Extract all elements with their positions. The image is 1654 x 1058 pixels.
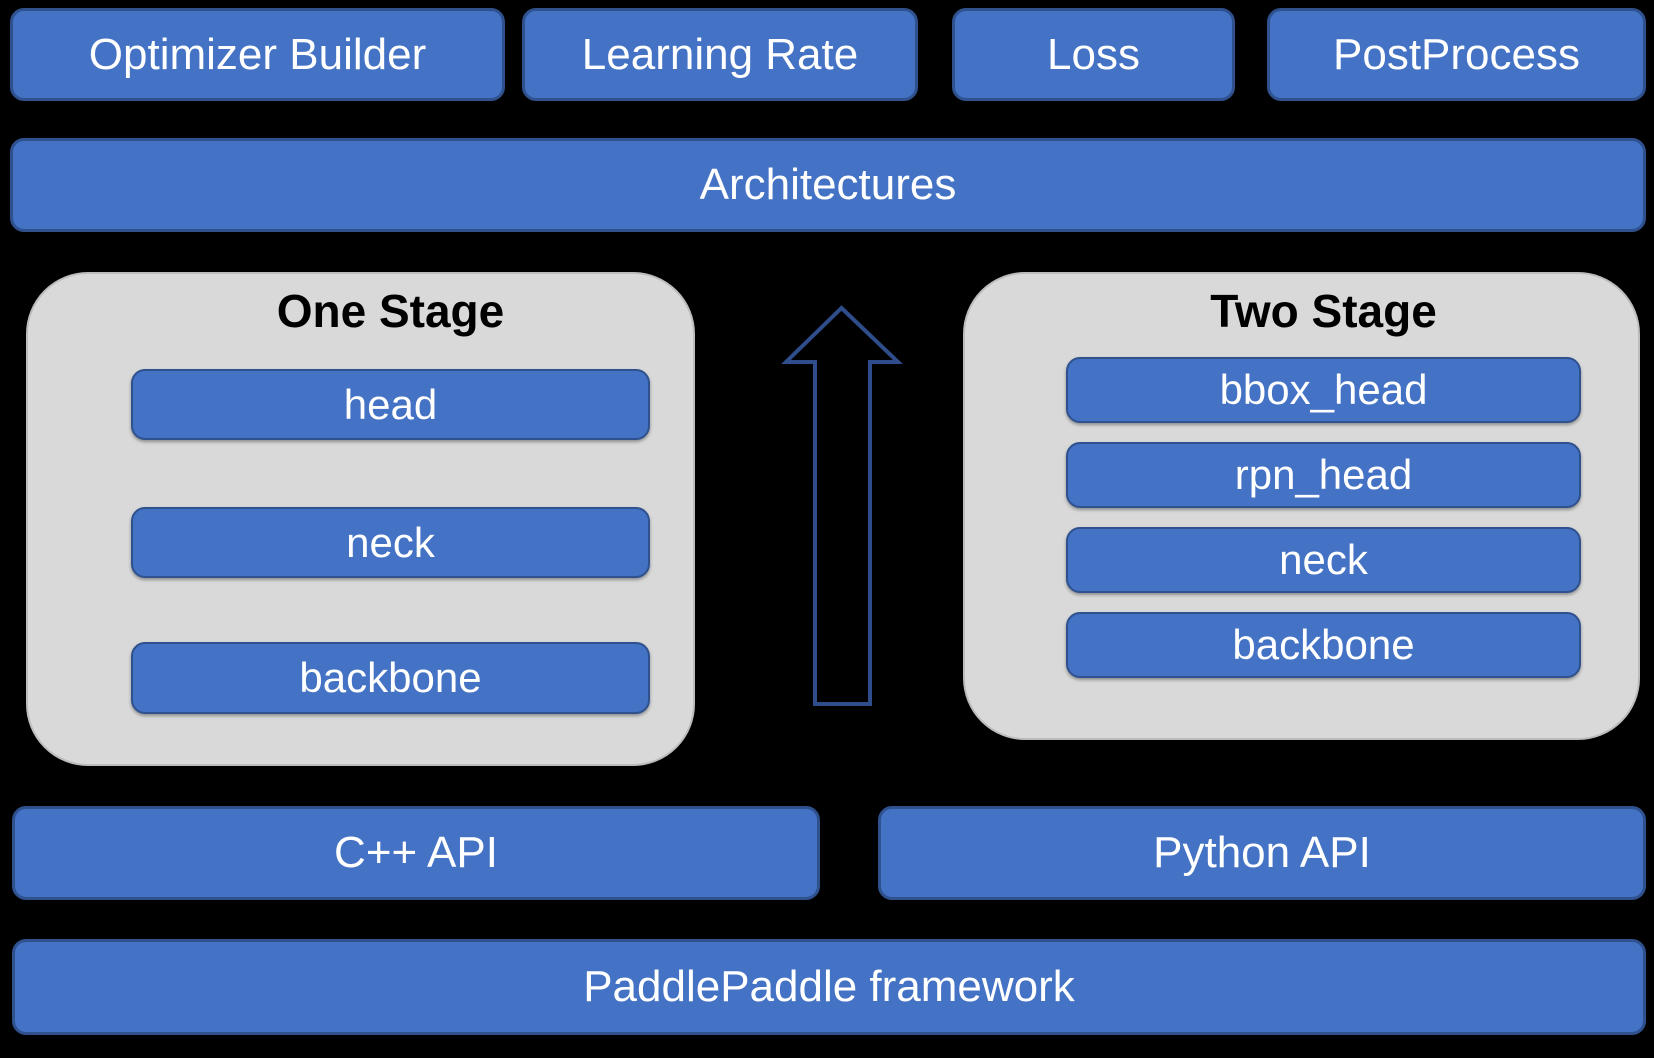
cpp-api-bar: C++ API xyxy=(12,806,820,900)
one-stage-backbone-bar: backbone xyxy=(131,642,650,714)
one-stage-neck-bar: neck xyxy=(131,507,650,578)
one-stage-head-bar: head xyxy=(131,369,650,440)
python-api-bar: Python API xyxy=(878,806,1646,900)
architectures-bar: Architectures xyxy=(10,138,1646,232)
loss-box: Loss xyxy=(952,8,1235,101)
two-stage-neck-bar: neck xyxy=(1066,527,1581,593)
up-arrow-icon xyxy=(770,290,910,720)
two-stage-rpn-head-bar: rpn_head xyxy=(1066,442,1581,508)
postprocess-box: PostProcess xyxy=(1267,8,1646,101)
one-stage-title: One Stage xyxy=(276,285,505,337)
paddlepaddle-framework-bar: PaddlePaddle framework xyxy=(12,939,1646,1035)
two-stage-backbone-bar: backbone xyxy=(1066,612,1581,678)
learning-rate-box: Learning Rate xyxy=(522,8,918,101)
optimizer-builder-box: Optimizer Builder xyxy=(10,8,505,101)
two-stage-title: Two Stage xyxy=(1210,285,1437,337)
two-stage-bbox-head-bar: bbox_head xyxy=(1066,357,1581,423)
